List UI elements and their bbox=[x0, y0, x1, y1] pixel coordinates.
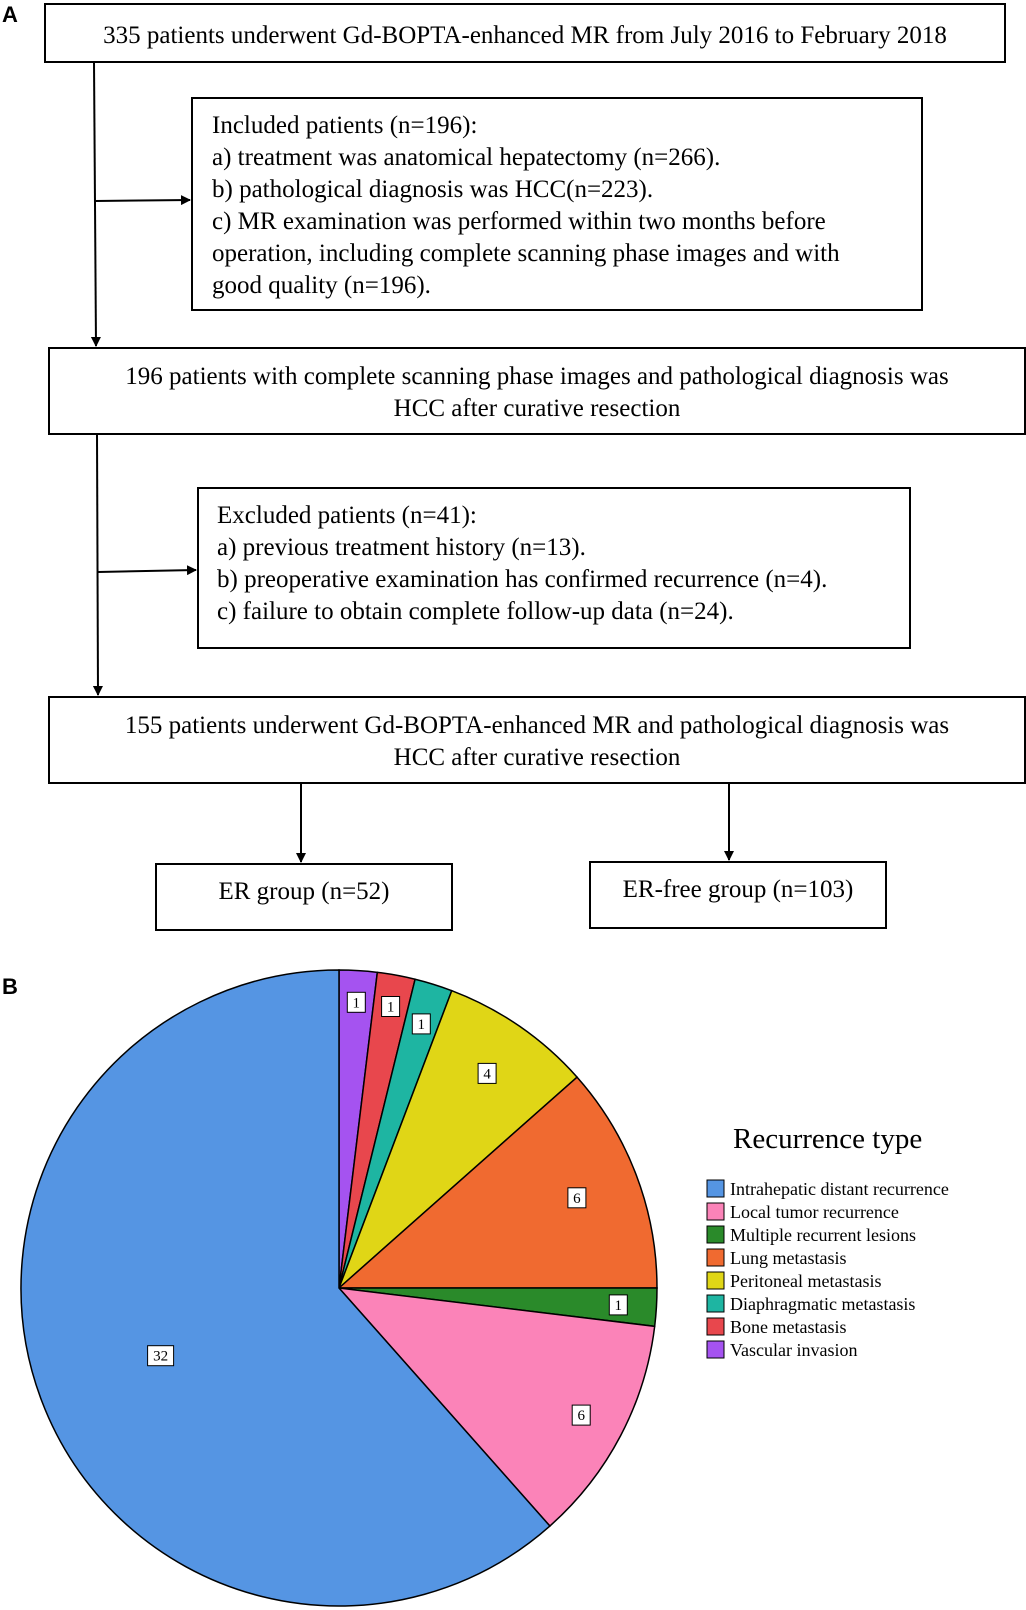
legend-swatch-local-tumor-recurrence bbox=[706, 1202, 725, 1221]
pie-value-label-lung-metastasis: 6 bbox=[573, 1191, 581, 1207]
excluded-criterion-a: a) previous treatment history (n=13). bbox=[217, 534, 586, 561]
legend-swatch-bone-metastasis bbox=[706, 1317, 725, 1336]
flow-box-final-cohort-line1: 155 patients underwent Gd-BOPTA-enhanced… bbox=[125, 712, 949, 739]
pie-slice-local-tumor-recurrence bbox=[337, 1287, 656, 1528]
pie-value-label-diaphragmatic-metastasis: 1 bbox=[418, 1017, 426, 1033]
included-criterion-c-line3: good quality (n=196). bbox=[212, 272, 431, 299]
legend-label-diaphragmatic-metastasis: Diaphragmatic metastasis bbox=[730, 1294, 915, 1314]
legend-label-intrahepatic-distant-recurrence: Intrahepatic distant recurrence bbox=[730, 1179, 949, 1199]
pie-value-label-peritoneal-metastasis: 4 bbox=[483, 1066, 491, 1082]
pie-value-label-box-peritoneal-metastasis bbox=[477, 1062, 497, 1084]
pie-value-label-local-tumor-recurrence: 6 bbox=[577, 1408, 585, 1424]
legend-label-lung-metastasis: Lung metastasis bbox=[730, 1248, 846, 1268]
flow-box-er-free-group-text: ER-free group (n=103) bbox=[623, 876, 854, 903]
legend-label-multiple-recurrent-lesions: Multiple recurrent lesions bbox=[730, 1225, 916, 1245]
legend-swatch-peritoneal-metastasis bbox=[706, 1271, 725, 1290]
pie-slice-lung-metastasis bbox=[337, 1076, 658, 1289]
included-title: Included patients (n=196): bbox=[212, 112, 477, 139]
flow-box-initial: 335 patients underwent Gd-BOPTA-enhanced… bbox=[44, 3, 1006, 63]
arrow-to-included bbox=[94, 195, 191, 206]
flow-box-final-cohort-line2: HCC after curative resection bbox=[394, 744, 681, 771]
pie-value-label-box-lung-metastasis bbox=[567, 1187, 587, 1209]
flow-box-included-frame bbox=[191, 97, 923, 311]
arrow-initial-to-complete bbox=[90, 61, 101, 347]
excluded-title: Excluded patients (n=41): bbox=[217, 502, 477, 529]
pie-value-label-bone-metastasis: 1 bbox=[387, 1000, 395, 1016]
pie-value-label-vascular-invasion: 1 bbox=[353, 995, 361, 1011]
included-criterion-c-line2: operation, including complete scanning p… bbox=[212, 240, 840, 267]
legend-label-vascular-invasion: Vascular invasion bbox=[730, 1340, 857, 1360]
flow-box-er-group-text: ER group (n=52) bbox=[218, 878, 389, 905]
pie-slice-peritoneal-metastasis bbox=[338, 989, 579, 1289]
legend-swatch-vascular-invasion bbox=[706, 1340, 725, 1359]
included-criterion-a: a) treatment was anatomical hepatectomy … bbox=[212, 144, 720, 171]
legend-title: Recurrence type bbox=[733, 1123, 922, 1155]
flow-box-er-group: ER group (n=52) bbox=[155, 863, 453, 931]
pie-value-label-box-diaphragmatic-metastasis bbox=[411, 1013, 431, 1035]
flow-box-excluded: Excluded patients (n=41): a) previous tr… bbox=[197, 487, 911, 649]
pie-chart: 1 1 1 4 6 1 6 32 bbox=[20, 969, 658, 1607]
included-criterion-b: b) pathological diagnosis was HCC(n=223)… bbox=[212, 176, 653, 203]
pie-value-label-box-multiple-recurrent-lesions bbox=[608, 1294, 628, 1316]
flow-box-er-free-group-frame bbox=[589, 861, 887, 929]
pie-slice-intrahepatic-distant-recurrence bbox=[20, 969, 551, 1607]
arrow-to-excluded bbox=[97, 565, 197, 576]
pie-value-label-box-vascular-invasion bbox=[346, 991, 366, 1013]
legend-label-bone-metastasis: Bone metastasis bbox=[730, 1317, 846, 1337]
flow-box-complete-images-frame bbox=[48, 347, 1026, 435]
legend-label-local-tumor-recurrence: Local tumor recurrence bbox=[730, 1202, 899, 1222]
legend-label-peritoneal-metastasis: Peritoneal metastasis bbox=[730, 1271, 881, 1291]
legend-swatch-lung-metastasis bbox=[706, 1248, 725, 1267]
pie-value-label-box-local-tumor-recurrence bbox=[571, 1404, 591, 1426]
flow-box-complete-images-line2: HCC after curative resection bbox=[394, 395, 681, 422]
flow-box-initial-text: 335 patients underwent Gd-BOPTA-enhanced… bbox=[103, 22, 947, 49]
flow-box-included: Included patients (n=196): a) treatment … bbox=[191, 97, 923, 311]
excluded-criterion-b: b) preoperative examination has confirme… bbox=[217, 566, 827, 593]
legend-swatch-diaphragmatic-metastasis bbox=[706, 1294, 725, 1313]
pie-value-label-intrahepatic-distant-recurrence: 32 bbox=[153, 1349, 168, 1365]
arrow-complete-to-final bbox=[92, 433, 103, 696]
panel-a-label: A bbox=[2, 2, 18, 27]
legend-swatch-intrahepatic-distant-recurrence bbox=[706, 1179, 725, 1198]
panel-b-label: B bbox=[2, 974, 18, 999]
flow-box-excluded-frame bbox=[197, 487, 911, 649]
flow-box-initial-frame bbox=[44, 3, 1006, 63]
pie-value-label-box-bone-metastasis bbox=[381, 996, 401, 1017]
flow-box-final-cohort-frame bbox=[48, 696, 1026, 784]
included-criterion-c-line1: c) MR examination was performed within t… bbox=[212, 208, 826, 235]
flow-box-complete-images-line1: 196 patients with complete scanning phas… bbox=[125, 363, 948, 390]
excluded-criterion-c: c) failure to obtain complete follow-up … bbox=[217, 598, 734, 625]
flow-box-complete-images: 196 patients with complete scanning phas… bbox=[48, 347, 1026, 435]
legend-swatch-multiple-recurrent-lesions bbox=[706, 1225, 725, 1244]
pie-value-label-multiple-recurrent-lesions: 1 bbox=[615, 1298, 623, 1314]
pie-value-label-box-intrahepatic-distant-recurrence bbox=[147, 1345, 175, 1367]
flow-box-er-free-group: ER-free group (n=103) bbox=[589, 861, 887, 929]
flow-box-final-cohort: 155 patients underwent Gd-BOPTA-enhanced… bbox=[48, 696, 1026, 784]
flow-box-er-group-frame bbox=[155, 863, 453, 931]
